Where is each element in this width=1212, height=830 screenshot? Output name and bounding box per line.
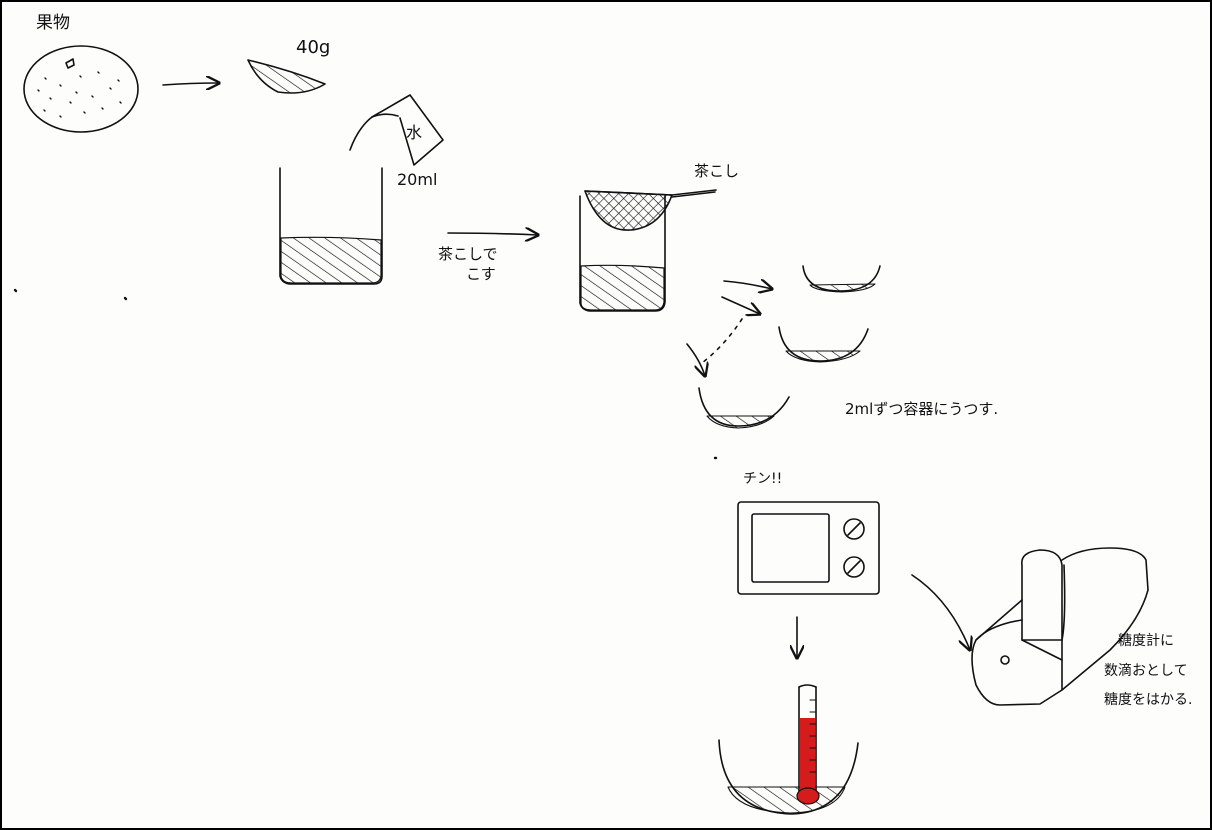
arrow-icon xyxy=(912,575,970,650)
portion-note: 2mlずつ容器にうつす. xyxy=(845,401,998,418)
microwave-label: チン!! xyxy=(743,472,782,487)
fruit-slice-icon xyxy=(248,60,325,93)
thermometer-icon xyxy=(719,685,858,814)
ink-dots xyxy=(15,290,716,458)
dish-icon xyxy=(779,327,868,362)
fruit-label: 果物 xyxy=(36,14,70,33)
refractometer-icon xyxy=(972,548,1148,705)
strain-label-line2: こす xyxy=(466,266,496,283)
water-pitcher-icon xyxy=(350,95,443,165)
fruit-icon xyxy=(24,46,138,132)
beaker-icon xyxy=(280,168,382,284)
arrow-icon xyxy=(163,83,219,85)
arrow-icon xyxy=(448,233,538,235)
water-volume-label: 20ml xyxy=(397,171,437,189)
refractometer-note-line2: 数滴おとして xyxy=(1104,664,1188,679)
refractometer-note-line1: 糖度計に xyxy=(1118,634,1174,649)
weight-label: 40g xyxy=(296,38,330,58)
arrow-icon xyxy=(687,281,772,376)
strainer-icon xyxy=(585,190,716,230)
dish-icon xyxy=(803,266,880,292)
strainer-label: 茶こし xyxy=(694,163,739,180)
dish-icon xyxy=(699,388,789,428)
strain-label-line1: 茶こしで xyxy=(438,246,498,263)
microwave-icon xyxy=(738,502,879,594)
refractometer-note-line3: 糖度をはかる. xyxy=(1104,693,1192,708)
water-label: 水 xyxy=(406,124,422,142)
